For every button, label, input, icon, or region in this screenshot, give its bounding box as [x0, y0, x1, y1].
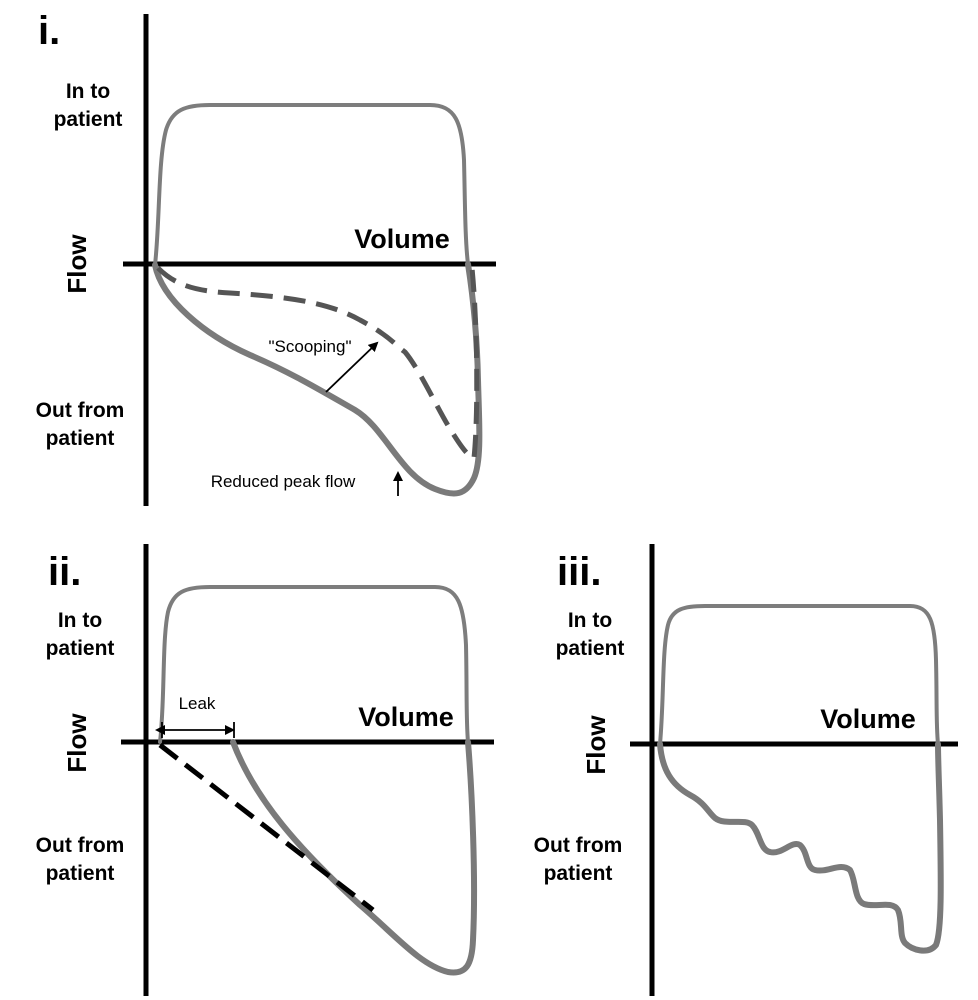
panel-numeral: i. [38, 9, 60, 53]
outflow-label-line2: patient [544, 862, 613, 885]
outflow-label-line2: patient [46, 862, 115, 885]
volume-axis-label: Volume [354, 224, 450, 254]
flow-axis-label: Flow [62, 713, 92, 773]
outflow-label-line1: Out from [36, 399, 125, 422]
sawtooth-expiratory-limb [657, 741, 944, 954]
extrapolated-expiratory-line [158, 743, 375, 912]
outflow-label-line1: Out from [36, 834, 125, 857]
flow-axis-label: Flow [581, 715, 611, 775]
expiratory-limb [230, 739, 478, 976]
scooped-expiratory-curve [156, 266, 480, 461]
inspiratory-limb [658, 604, 940, 746]
volume-axis-label: Volume [820, 704, 916, 734]
inflow-label-line1: In to [66, 80, 110, 103]
scooping-annotation: "Scooping" [269, 337, 352, 356]
inflow-label-line2: patient [556, 637, 625, 660]
flow-axis-label: Flow [62, 234, 92, 294]
expiratory-limb-reduced-peak [152, 261, 483, 497]
panel-numeral: ii. [48, 550, 81, 594]
outflow-label-line2: patient [46, 427, 115, 450]
panel-i: i. In to patient Out from patient Flow V… [36, 9, 496, 506]
inflow-label-line2: patient [46, 637, 115, 660]
reduced-peak-annotation: Reduced peak flow [211, 472, 356, 491]
inspiratory-limb [158, 585, 470, 744]
panel-ii: ii. In to patient Out from patient Flow … [36, 544, 494, 996]
volume-axis-label: Volume [358, 702, 454, 732]
inflow-label-line1: In to [58, 609, 102, 632]
outflow-label-line1: Out from [534, 834, 623, 857]
leak-annotation: Leak [179, 694, 216, 713]
inflow-label-line1: In to [568, 609, 612, 632]
scooping-arrow [325, 341, 379, 393]
inflow-label-line2: patient [54, 108, 123, 131]
inspiratory-limb [153, 103, 470, 267]
panel-numeral: iii. [557, 550, 601, 594]
panel-iii: iii. In to patient Out from patient Flow… [534, 544, 958, 996]
